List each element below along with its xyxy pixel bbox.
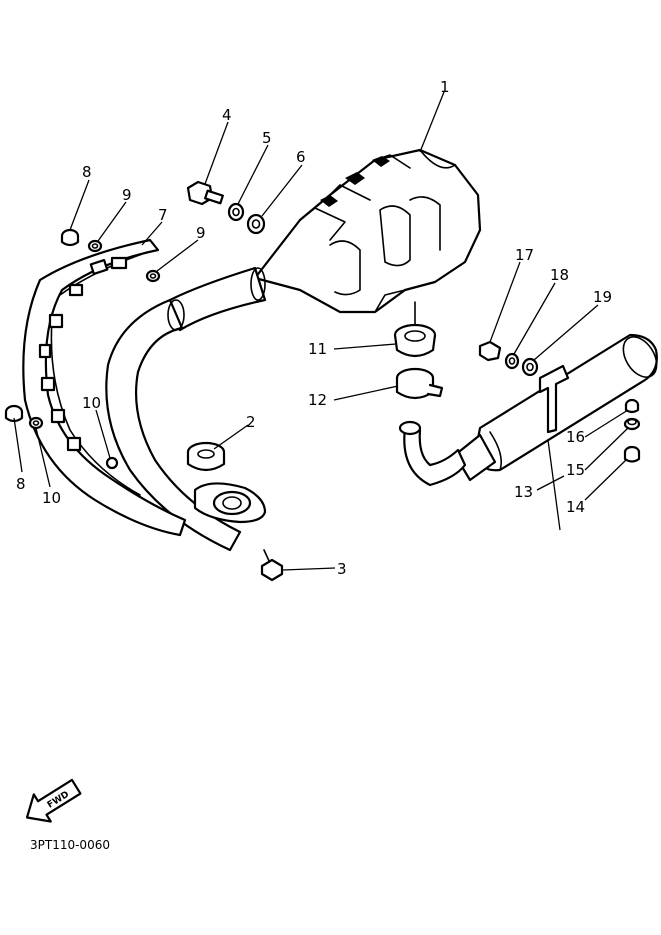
callout-12: 12 <box>308 391 327 409</box>
bolt-4 <box>186 180 224 206</box>
washer-18 <box>504 352 520 370</box>
callout-9-right: 9 <box>196 224 206 242</box>
bolt-8-upper <box>60 228 80 247</box>
callout-8-lower: 8 <box>16 475 26 493</box>
callout-4: 4 <box>222 106 232 124</box>
grommet-11 <box>393 301 437 358</box>
callout-3: 3 <box>337 560 347 578</box>
bolt-14 <box>623 445 641 463</box>
collar-15 <box>623 417 641 431</box>
figure-code: 3PT110-0060 <box>30 838 110 852</box>
callout-13: 13 <box>514 483 533 501</box>
clamp-12 <box>395 367 444 400</box>
exhaust-pipe <box>105 298 242 552</box>
washer-9-upper <box>87 239 103 253</box>
washer-10-lower <box>28 416 44 430</box>
callout-14: 14 <box>566 498 585 516</box>
washer-9-right <box>145 269 161 283</box>
callout-10-upper: 10 <box>82 394 101 412</box>
leader-lines <box>13 91 629 571</box>
bolt-3 <box>260 549 284 582</box>
callout-5: 5 <box>262 129 272 147</box>
exhaust-gasket <box>186 441 226 472</box>
callout-1: 1 <box>440 78 450 96</box>
callout-8-upper: 8 <box>82 163 92 181</box>
bolt-17 <box>478 340 502 362</box>
callout-18: 18 <box>550 266 569 284</box>
washer-5 <box>227 202 245 222</box>
callout-9-upper: 9 <box>122 186 132 204</box>
washer-6 <box>246 213 266 235</box>
forward-arrow-icon: FWD <box>25 778 82 823</box>
bolt-8-lower <box>4 404 24 423</box>
callout-15: 15 <box>566 461 585 479</box>
silencer-13 <box>398 333 658 487</box>
damper-16 <box>624 398 640 414</box>
callout-2: 2 <box>246 413 256 431</box>
exhaust-flange <box>193 482 267 524</box>
callout-labels: 1 2 3 4 5 6 7 8 8 9 9 10 10 11 12 13 14 … <box>16 78 612 578</box>
callout-6: 6 <box>296 148 306 166</box>
callout-16: 16 <box>566 428 585 446</box>
callout-10-lower: 10 <box>42 489 61 507</box>
callout-7: 7 <box>158 206 168 224</box>
callout-19: 19 <box>593 288 612 306</box>
muffler-assembly <box>168 148 482 332</box>
washer-19 <box>521 357 539 377</box>
callout-17: 17 <box>515 246 534 264</box>
callout-11: 11 <box>308 340 327 358</box>
